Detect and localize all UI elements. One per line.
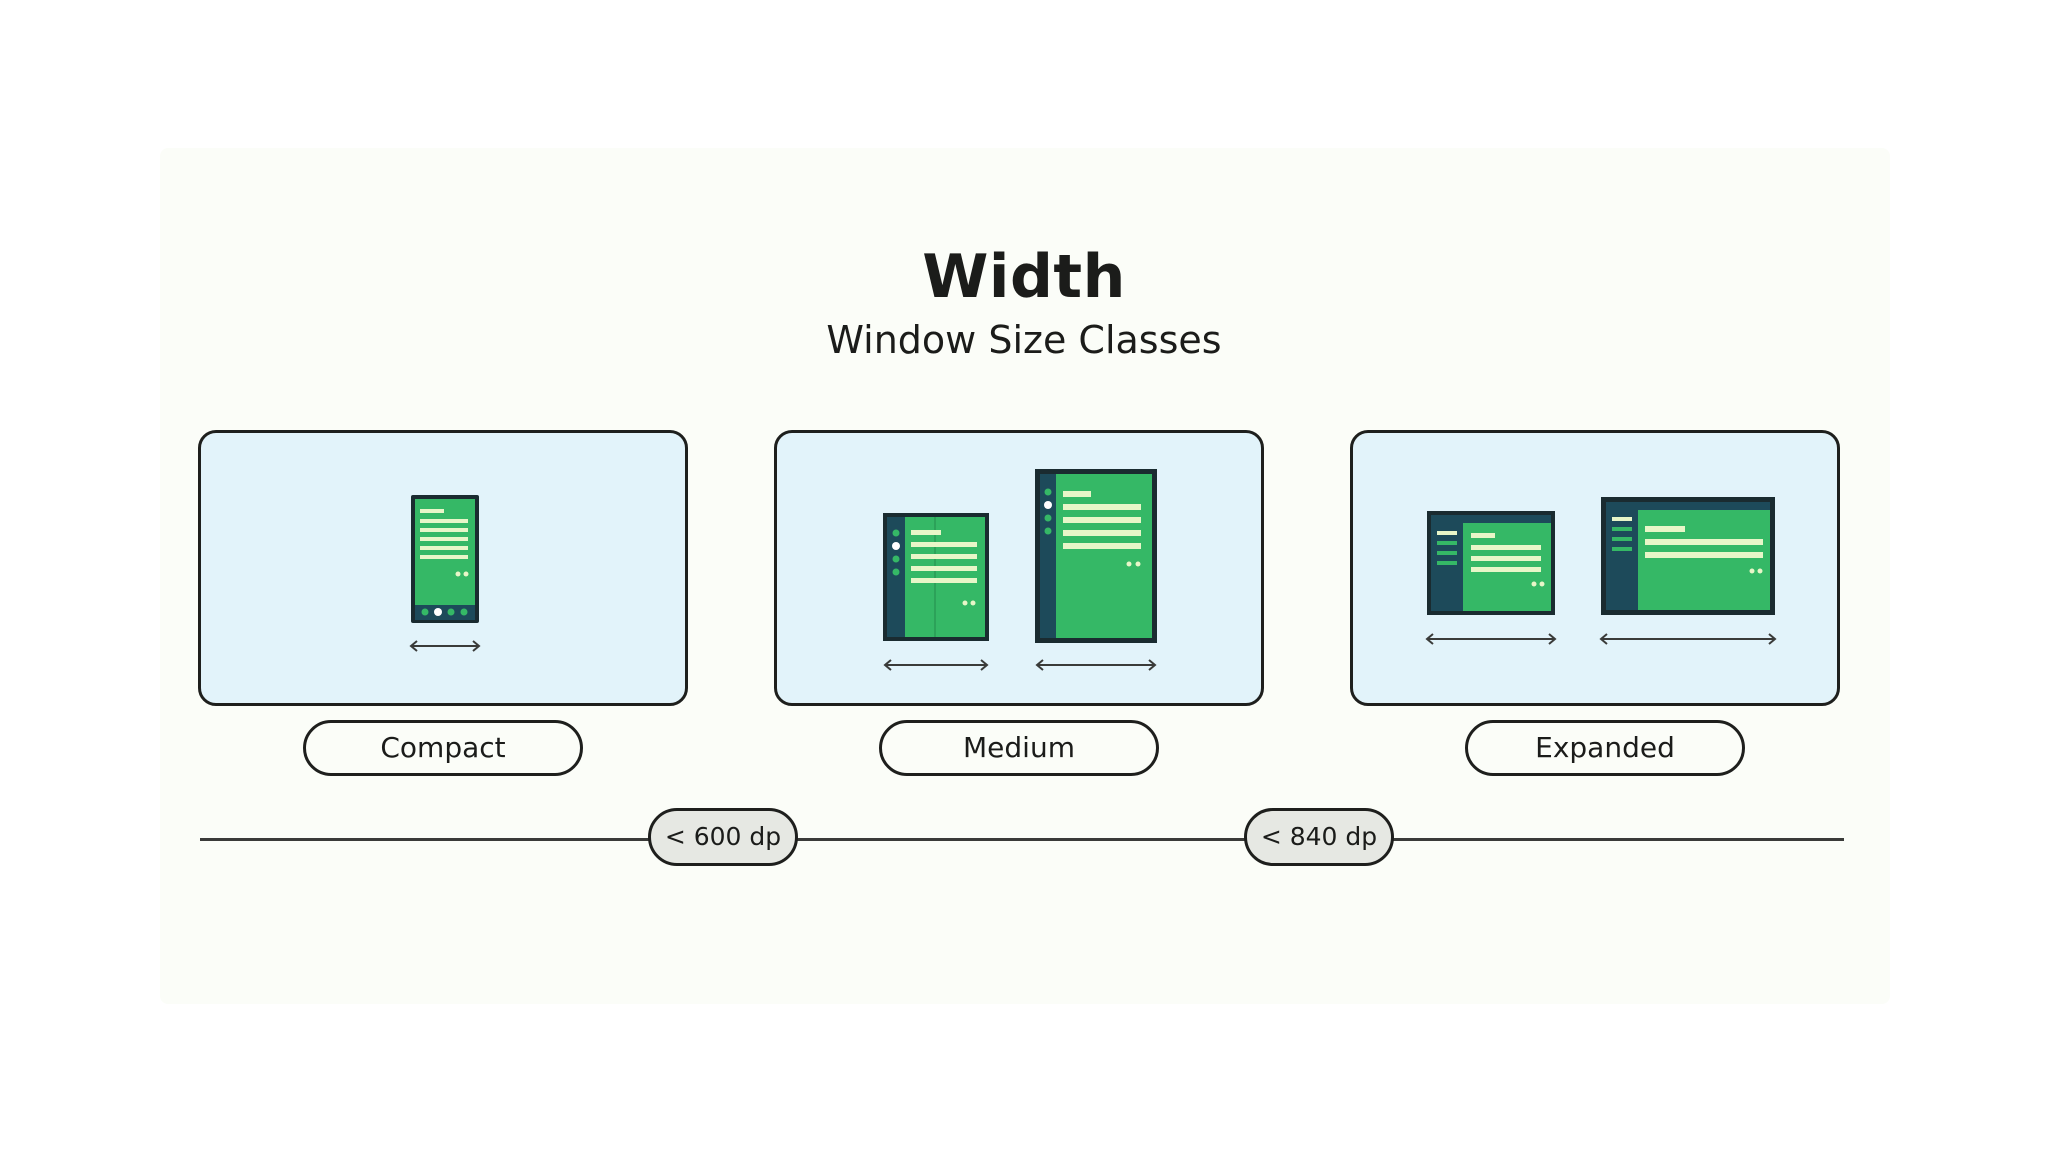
- page-title: Width: [922, 242, 1126, 312]
- medium-card: [774, 430, 1264, 706]
- breakpoint-840: < 840 dp: [1244, 808, 1394, 866]
- desktop-illustration: [1425, 497, 1777, 645]
- expanded-label: Expanded: [1465, 720, 1745, 776]
- breakpoint-600: < 600 dp: [648, 808, 798, 866]
- compact-label: Compact: [303, 720, 583, 776]
- compact-card: [198, 430, 688, 706]
- expanded-card: [1350, 430, 1840, 706]
- phone-illustration: [409, 495, 481, 652]
- page-subtitle: Window Size Classes: [826, 318, 1222, 362]
- breakpoint-axis: [200, 838, 1844, 841]
- medium-label: Medium: [879, 720, 1159, 776]
- tablet-illustration: [883, 469, 1157, 671]
